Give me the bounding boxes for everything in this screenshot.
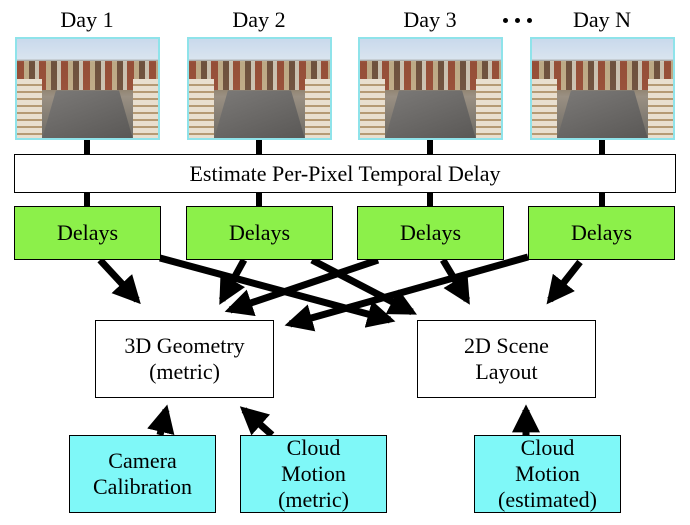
camera-calibration-box: Camera Calibration bbox=[69, 435, 216, 513]
webcam-image-day1 bbox=[15, 37, 160, 140]
estimate-delay-box: Estimate Per-Pixel Temporal Delay bbox=[14, 154, 676, 193]
geometry-line2: (metric) bbox=[149, 359, 220, 384]
webcam-image-day3 bbox=[358, 37, 503, 140]
cloud-estimated-line2: Motion bbox=[515, 461, 580, 486]
scene-line1: 2D Scene bbox=[464, 333, 549, 358]
cloud-estimated-line1: Cloud bbox=[520, 435, 575, 460]
day-label-3: Day 3 bbox=[403, 7, 457, 32]
camera-line2: Calibration bbox=[93, 474, 192, 499]
arrow-delaysn-scene bbox=[546, 259, 583, 305]
day-label-2: Day 2 bbox=[232, 7, 286, 32]
arrow-delays2-scene bbox=[310, 256, 417, 316]
geometry-line1: 3D Geometry bbox=[124, 333, 245, 358]
arrow-delays3-scene bbox=[439, 258, 471, 305]
ellipsis-icon bbox=[503, 18, 533, 24]
delays-box-3: Delays bbox=[357, 206, 504, 260]
geometry-box: 3D Geometry (metric) bbox=[95, 320, 274, 398]
arrow-delays3-geometry bbox=[224, 256, 380, 317]
day-label-1: Day 1 bbox=[60, 7, 114, 32]
delays-box-n: Delays bbox=[528, 206, 675, 260]
arrow-camera-geometry bbox=[147, 404, 175, 436]
arrow-delays1-geometry bbox=[97, 257, 141, 305]
delays-label-n: Delays bbox=[570, 220, 633, 245]
scene-line2: Layout bbox=[475, 359, 538, 384]
delays-label-1: Delays bbox=[56, 220, 119, 245]
scene-layout-box: 2D Scene Layout bbox=[417, 320, 596, 398]
cloud-metric-line3: (metric) bbox=[278, 487, 349, 512]
cloud-motion-metric-box: Cloud Motion (metric) bbox=[240, 435, 387, 513]
estimate-delay-label: Estimate Per-Pixel Temporal Delay bbox=[189, 160, 501, 186]
cloud-metric-line2: Motion bbox=[281, 461, 346, 486]
delays-label-2: Delays bbox=[228, 220, 291, 245]
arrow-cloud-metric-geometry bbox=[239, 406, 275, 438]
webcam-image-dayn bbox=[530, 37, 675, 140]
day-label-n: Day N bbox=[572, 7, 632, 32]
cloud-metric-line1: Cloud bbox=[286, 435, 341, 460]
camera-line1: Camera bbox=[108, 448, 177, 473]
arrow-delays1-scene bbox=[159, 254, 396, 328]
delays-box-2: Delays bbox=[186, 206, 333, 260]
webcam-image-day2 bbox=[187, 37, 332, 140]
delays-label-3: Delays bbox=[399, 220, 462, 245]
delays-box-1: Delays bbox=[14, 206, 161, 260]
cloud-estimated-line3: (estimated) bbox=[498, 487, 597, 512]
cloud-motion-estimated-box: Cloud Motion (estimated) bbox=[474, 435, 621, 513]
